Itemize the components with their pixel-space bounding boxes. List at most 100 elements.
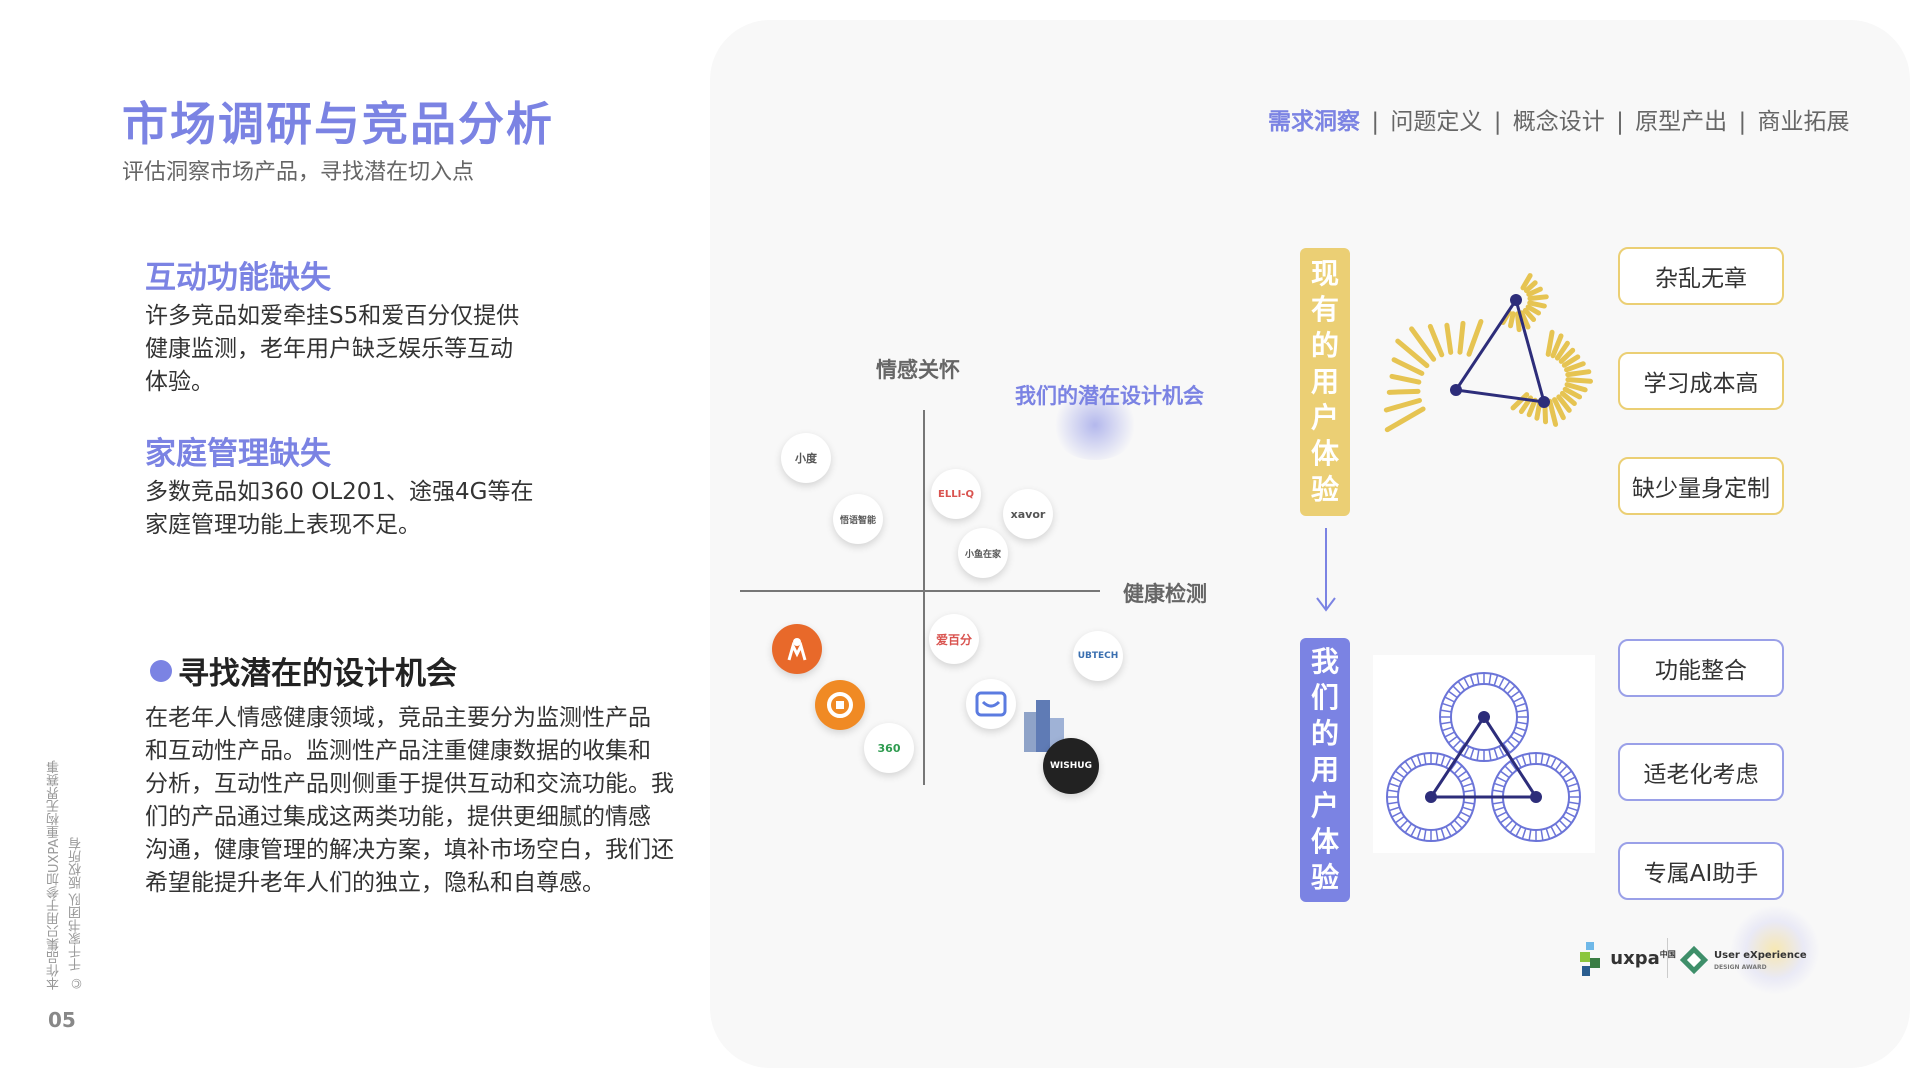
brand-logo-aibaifen: 爱百分: [929, 614, 979, 664]
brand-logo-xavor: xavor: [1003, 489, 1053, 539]
page-subtitle: 评估洞察市场产品，寻找潜在切入点: [122, 160, 475, 185]
wheel-spoke: [1554, 760, 1563, 771]
ray-stroke: [1550, 333, 1564, 359]
wheel-spoke: [1452, 739, 1462, 749]
tag-high-learning-cost: 学习成本高: [1618, 352, 1784, 410]
ray-stroke: [1522, 307, 1537, 323]
nav-item-business[interactable]: 商业拓展: [1757, 109, 1850, 135]
ray-stroke: [1523, 280, 1538, 294]
wheel-spoke: [1447, 690, 1458, 699]
q-logo-icon: [827, 692, 853, 718]
wheel-spoke: [1506, 739, 1516, 749]
wheel-spoke: [1463, 677, 1470, 688]
brand-name: WISHUG: [1050, 761, 1092, 771]
ray-stroke: [1386, 388, 1421, 395]
wheel-spoke: [1440, 828, 1446, 840]
y-axis-label: 情感关怀: [876, 358, 960, 382]
wheel-spoke: [1493, 674, 1499, 686]
wheel-spoke: [1515, 726, 1527, 732]
ray-stroke: [1565, 377, 1593, 384]
wheel-spoke: [1493, 748, 1499, 760]
wheel-spoke: [1394, 815, 1405, 824]
wheel-spoke: [1440, 709, 1452, 713]
wheel-spoke: [1440, 754, 1446, 766]
wheel-spoke: [1410, 826, 1417, 837]
brand-logo-wucy: 悟语智能: [833, 494, 883, 544]
brand-logo-orange: [772, 624, 822, 674]
uxpa-text: uxpa: [1610, 948, 1660, 969]
ray-stroke: [1556, 394, 1572, 413]
ray-stroke: [1562, 386, 1583, 400]
wheel-spoke: [1387, 801, 1399, 805]
wheel-spoke: [1568, 801, 1580, 805]
text-line: 分析，互动性产品则侧重于提供互动和交流功能。我: [145, 771, 674, 797]
wheel-spoke: [1504, 765, 1514, 775]
text-line: 健康监测，老年用户缺乏娱乐等互动: [145, 336, 513, 362]
ray-stroke: [1554, 340, 1570, 361]
nav-item-concept[interactable]: 概念设计: [1512, 109, 1605, 135]
person-icon: [787, 638, 807, 661]
ray-stroke: [1409, 326, 1437, 362]
brand-name: xavor: [1010, 507, 1046, 521]
integrated-circles-graphic: [1373, 655, 1595, 853]
wheel-spoke: [1488, 673, 1492, 685]
wheel-spoke: [1516, 721, 1528, 725]
brand-logo-elliq: ELLI-Q: [931, 469, 981, 519]
opportunity-title: 寻找潜在的设计机会: [178, 656, 457, 692]
wheel-spoke: [1445, 826, 1452, 837]
wheel-spoke: [1558, 765, 1568, 775]
wheel-spoke: [1565, 776, 1576, 783]
our-experience-label: 我们的用户体验: [1300, 638, 1350, 902]
ray-stroke: [1559, 390, 1577, 406]
nav-item-active[interactable]: 需求洞察: [1268, 109, 1360, 135]
text-line: 沟通，健康管理的解决方案，填补市场空白，我们还: [145, 837, 674, 863]
nav-separator: |: [1616, 109, 1624, 135]
wheel-spoke: [1513, 696, 1524, 703]
ray-stroke: [1427, 323, 1445, 358]
wheel-spoke: [1554, 823, 1563, 834]
nav-separator: |: [1738, 109, 1747, 135]
ray-stroke: [1389, 373, 1422, 385]
brand-logo-wishug: WISHUG: [1043, 738, 1099, 794]
nav-separator: |: [1371, 109, 1380, 135]
wheel-spoke: [1515, 826, 1522, 837]
brand-name: 小鱼在家: [964, 549, 1001, 560]
wheel-spoke: [1499, 770, 1510, 779]
wheel-spoke: [1463, 789, 1475, 793]
nav-item-prototype[interactable]: 原型产出: [1635, 109, 1728, 135]
chaotic-triangle-graphic: [1383, 273, 1593, 433]
uxpa-mark-icon: [1580, 942, 1600, 976]
wheel-spoke: [1550, 757, 1557, 768]
section-title-family: 家庭管理缺失: [145, 436, 331, 472]
wheel-spoke: [1499, 815, 1510, 824]
ray-stroke: [1545, 329, 1555, 357]
ray-stroke: [1508, 311, 1516, 329]
wheel-spoke: [1440, 721, 1452, 725]
wheel-spoke: [1510, 690, 1521, 699]
wheel-spoke: [1521, 754, 1527, 766]
nav-item-problem[interactable]: 问题定义: [1390, 109, 1483, 135]
wheel-spoke: [1404, 760, 1413, 771]
ray-stroke: [1526, 397, 1538, 418]
envelope-icon: [975, 691, 1007, 717]
wheel-spoke: [1528, 753, 1532, 765]
ray-stroke: [1564, 382, 1588, 393]
uxpa-logo: uxpa中国: [1578, 940, 1676, 978]
wheel-spoke: [1391, 776, 1402, 783]
wheel-spoke: [1509, 760, 1518, 771]
wheel-spoke: [1462, 806, 1474, 812]
ray-stroke: [1510, 392, 1530, 411]
wheel-spoke: [1463, 746, 1470, 757]
wheel-spoke: [1492, 801, 1504, 805]
wheel-spoke: [1410, 757, 1417, 768]
ray-stroke: [1565, 369, 1592, 378]
wheel-spoke: [1460, 811, 1471, 818]
wheel-spoke: [1492, 789, 1504, 793]
vertical-label-text: 我们的用户体验: [1310, 645, 1339, 894]
brand-logo-xiaoyu: 小鱼在家: [958, 528, 1008, 578]
current-experience-label: 现有的用户体验: [1300, 248, 1350, 516]
text-line: 体验。: [145, 369, 214, 395]
ray-stroke: [1525, 304, 1542, 316]
ux-award-mark-icon: [1679, 945, 1709, 975]
wheel-spoke: [1562, 770, 1573, 779]
